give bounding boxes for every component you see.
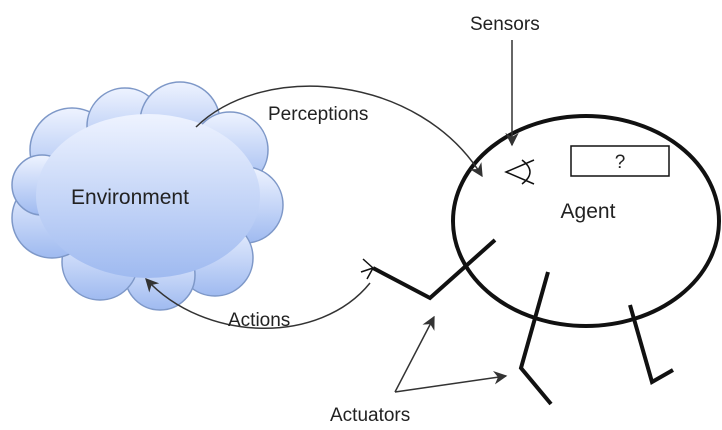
actions-arrow [145,278,371,329]
actuators-arrow-to-legs [394,371,508,393]
perceptions-arrow [195,85,483,178]
actions-label: Actions [228,310,290,331]
agent-hand [360,258,374,280]
agent-arm [372,238,497,301]
environment-label: Environment [71,186,189,209]
eye-icon [504,159,535,185]
actuators-arrow-to-arm [394,315,435,393]
agent-body [451,114,721,328]
sensors-label: Sensors [470,14,540,35]
agent-left-leg [518,271,553,406]
agent-label: Agent [561,200,616,223]
perceptions-label: Perceptions [268,104,368,125]
actuators-label: Actuators [330,405,410,426]
agent-right-leg [628,304,674,386]
unknown-box [570,145,670,177]
environment-cloud [11,81,284,311]
unknown-box-label: ? [615,152,626,173]
